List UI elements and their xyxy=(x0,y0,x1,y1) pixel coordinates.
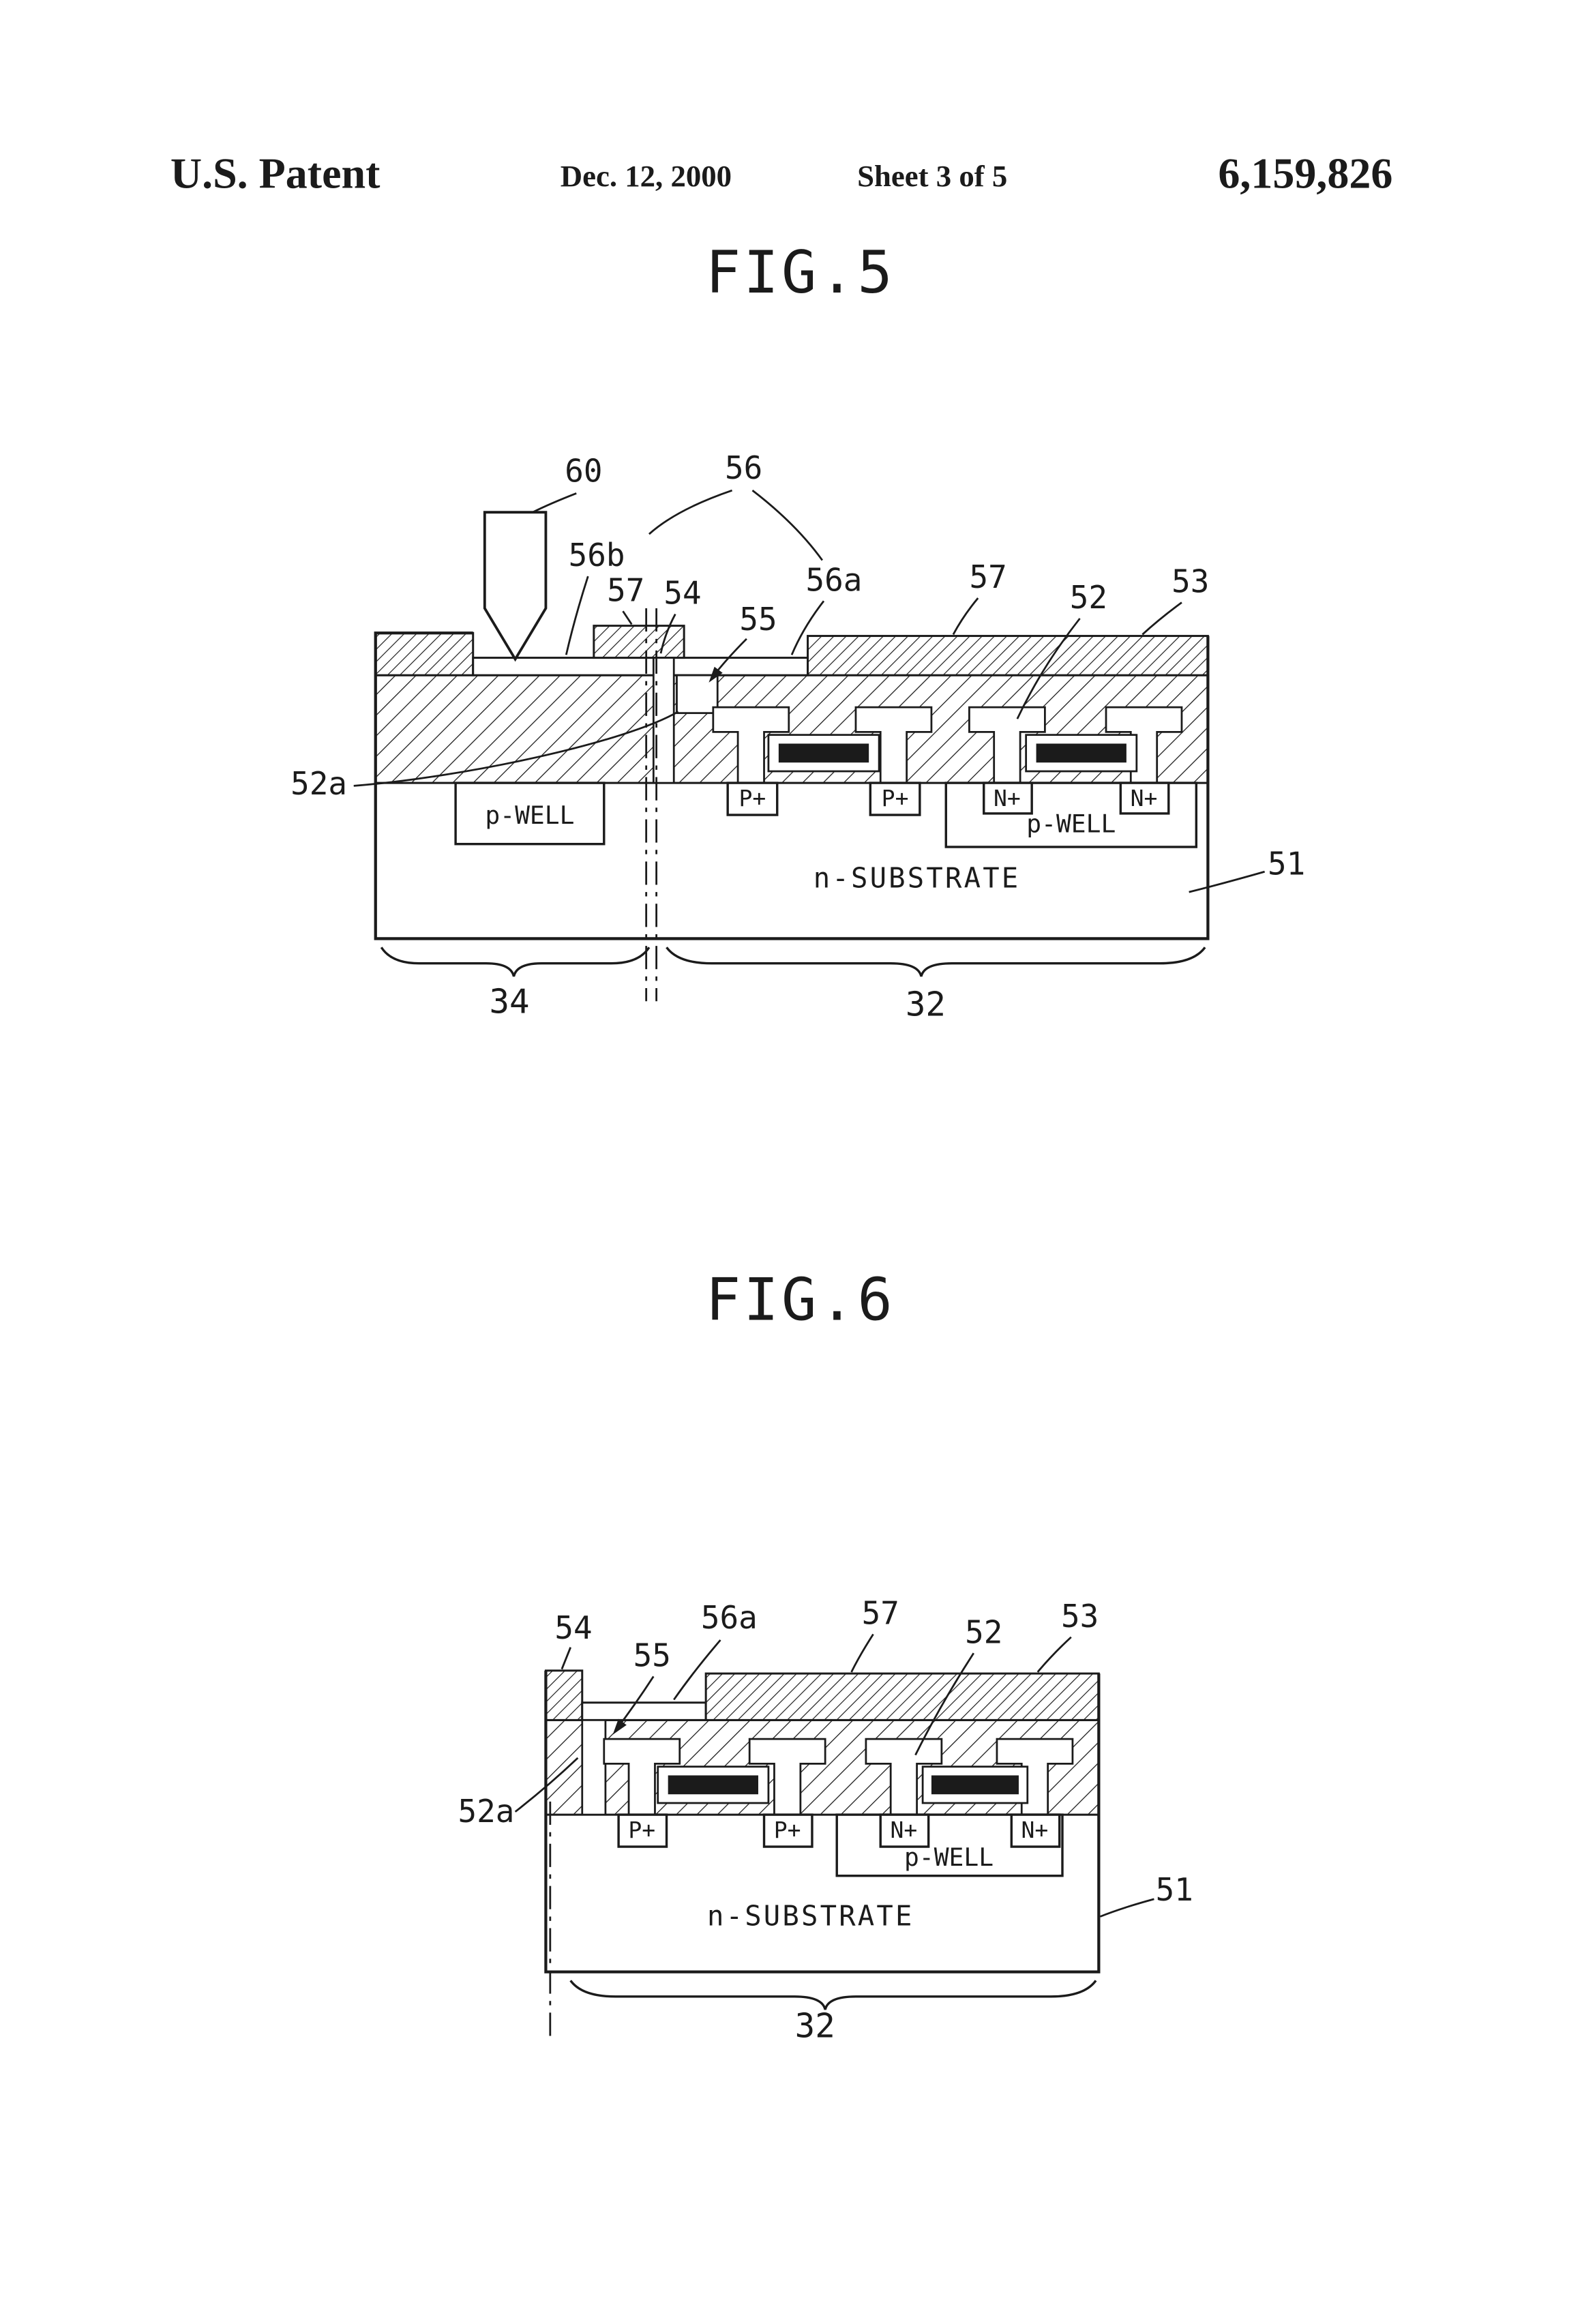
fig5-nplus-label-2: N+ xyxy=(1131,785,1158,811)
fig5-nplus-box-1 xyxy=(983,781,1033,815)
fig5-leader-54 xyxy=(659,613,676,654)
fig5-pwell-left-box xyxy=(454,781,606,846)
fig5-ref-56a: 56a xyxy=(806,561,863,598)
fig6-nplus-label-2: N+ xyxy=(1021,1817,1049,1843)
fig5-leader-56-right xyxy=(751,490,824,561)
fig5-leader-56b xyxy=(565,576,589,655)
fig6-arrowhead-55 xyxy=(612,1718,627,1735)
fig5-ref-52: 52 xyxy=(1070,579,1107,616)
fig6-pwell-label: p-WELL xyxy=(904,1843,994,1872)
fig6-brace-32 xyxy=(569,1980,1097,2010)
fig5-probe-60 xyxy=(483,511,548,662)
fig6-contact-left xyxy=(581,1719,607,1816)
sheet-number: Sheet 3 of 5 xyxy=(857,159,1007,193)
fig6-diagram: 54 56a 55 57 52 53 52a 51 32 P+ P+ N+ N+… xyxy=(458,1595,1193,2046)
fig5-device-outline xyxy=(374,631,1210,940)
fig6-ref-55: 55 xyxy=(633,1637,671,1673)
page-header: U.S. Patent Dec. 12, 2000 Sheet 3 of 5 6… xyxy=(170,149,1393,197)
fig5-gate-bar-2 xyxy=(1036,743,1126,763)
fig5-leader-57-left xyxy=(622,610,633,625)
fig6-gate-bar-2 xyxy=(931,1775,1019,1795)
fig5-pad-57-left xyxy=(593,625,685,659)
fig5-brace-34 xyxy=(380,947,651,977)
fig6-substrate-label: n-SUBSTRATE xyxy=(707,1899,914,1932)
fig5-contact-54 xyxy=(652,657,675,784)
fig5-contact-step xyxy=(676,674,719,715)
fig5-pplus-label-1: P+ xyxy=(739,785,766,811)
fig5-nplus-box-2 xyxy=(1119,781,1170,815)
fig6-nplus-label-1: N+ xyxy=(890,1817,917,1843)
fig5-arrowhead-55 xyxy=(708,666,723,683)
fig5-ref-57-left: 57 xyxy=(607,571,644,608)
fig5-pwell-left-label: p-WELL xyxy=(485,801,574,830)
fig5-gate-bar-1 xyxy=(778,743,869,763)
fig6-ref-57: 57 xyxy=(862,1595,899,1632)
fig5-ref-32: 32 xyxy=(906,985,946,1024)
fig6-leader-56a xyxy=(673,1639,721,1701)
fig6-leader-52a xyxy=(514,1757,579,1813)
fig6-nplus-box-2 xyxy=(1010,1813,1061,1848)
fig5-leader-lines xyxy=(353,489,1265,893)
fig6-pad-54 xyxy=(544,1669,584,1721)
fig6-ref-56a: 56a xyxy=(701,1599,758,1636)
fig5-leader-56a xyxy=(790,600,825,655)
fig5-leader-52 xyxy=(1016,618,1081,719)
fig5-slab-53 xyxy=(807,635,1209,676)
fig5-diagram: 60 56 56b 57 54 56a 55 57 52 53 52a 51 3… xyxy=(290,449,1305,1024)
fig6-ref-52: 52 xyxy=(965,1613,1002,1650)
fig6-ref-52a: 52a xyxy=(458,1793,514,1830)
fig6-thin-layer-56a xyxy=(581,1701,707,1721)
fig6-nplus-box-1 xyxy=(879,1813,930,1848)
fig6-device-outline xyxy=(544,1670,1101,1973)
fig5-ref-53: 53 xyxy=(1171,563,1209,600)
fig6-leader-51 xyxy=(1099,1898,1154,1918)
fig6-ref-32: 32 xyxy=(795,2006,835,2046)
fig5-leader-60 xyxy=(532,492,577,513)
fig6-pplus-box-2 xyxy=(762,1813,814,1848)
fig5-ref-51: 51 xyxy=(1268,846,1305,882)
fig6-pplus-label-1: P+ xyxy=(628,1817,655,1843)
fig5-leader-52a xyxy=(353,711,679,787)
fig6-leader-lines xyxy=(514,1633,1154,1918)
fig5-pwell-right-label: p-WELL xyxy=(1026,809,1116,839)
fig6-slab-53 xyxy=(704,1672,1100,1721)
fig6-pplus-box-1 xyxy=(617,1813,668,1848)
fig6-leader-54 xyxy=(561,1647,571,1670)
fig6-ref-51: 51 xyxy=(1156,1871,1193,1908)
fig6-leader-52 xyxy=(914,1652,974,1756)
fig6-ref-54: 54 xyxy=(554,1609,592,1646)
fig6-leader-57 xyxy=(850,1633,874,1673)
fig5-top-left-block xyxy=(374,631,475,676)
patent-number: 6,159,826 xyxy=(1218,149,1392,197)
fig5-ref-55: 55 xyxy=(739,601,777,638)
fig5-title: FIG.5 xyxy=(706,239,895,307)
fig5-leader-57-right xyxy=(952,597,979,636)
patent-date: Dec. 12, 2000 xyxy=(561,159,732,193)
fig5-ref-57-right: 57 xyxy=(970,558,1007,595)
fig5-ref-52a: 52a xyxy=(290,765,347,802)
fig5-brace-32 xyxy=(666,947,1206,977)
fig6-ref-53: 53 xyxy=(1061,1598,1099,1635)
fig6-gate-bar-1 xyxy=(668,1775,758,1795)
fig5-leader-56-left xyxy=(648,489,733,535)
fig5-ref-60: 60 xyxy=(565,452,602,489)
fig5-substrate-label: n-SUBSTRATE xyxy=(814,862,1021,895)
fig5-thin-layer-56 xyxy=(472,657,809,676)
fig5-ref-56b: 56b xyxy=(569,537,625,573)
fig5-ref-56: 56 xyxy=(725,449,762,486)
fig6-pplus-label-2: P+ xyxy=(774,1817,801,1843)
fig5-leader-51 xyxy=(1189,870,1265,893)
fig6-title: FIG.6 xyxy=(706,1267,895,1335)
fig6-leader-53 xyxy=(1036,1636,1072,1673)
fig5-ref-54: 54 xyxy=(663,575,701,612)
fig5-pplus-box-1 xyxy=(726,781,779,816)
fig5-ref-34: 34 xyxy=(490,981,530,1021)
patent-office-title: U.S. Patent xyxy=(170,149,380,197)
fig5-pplus-box-2 xyxy=(869,781,921,816)
fig5-nplus-label-1: N+ xyxy=(994,785,1021,811)
fig5-pplus-label-2: P+ xyxy=(882,785,909,811)
fig5-leader-53 xyxy=(1141,601,1182,636)
